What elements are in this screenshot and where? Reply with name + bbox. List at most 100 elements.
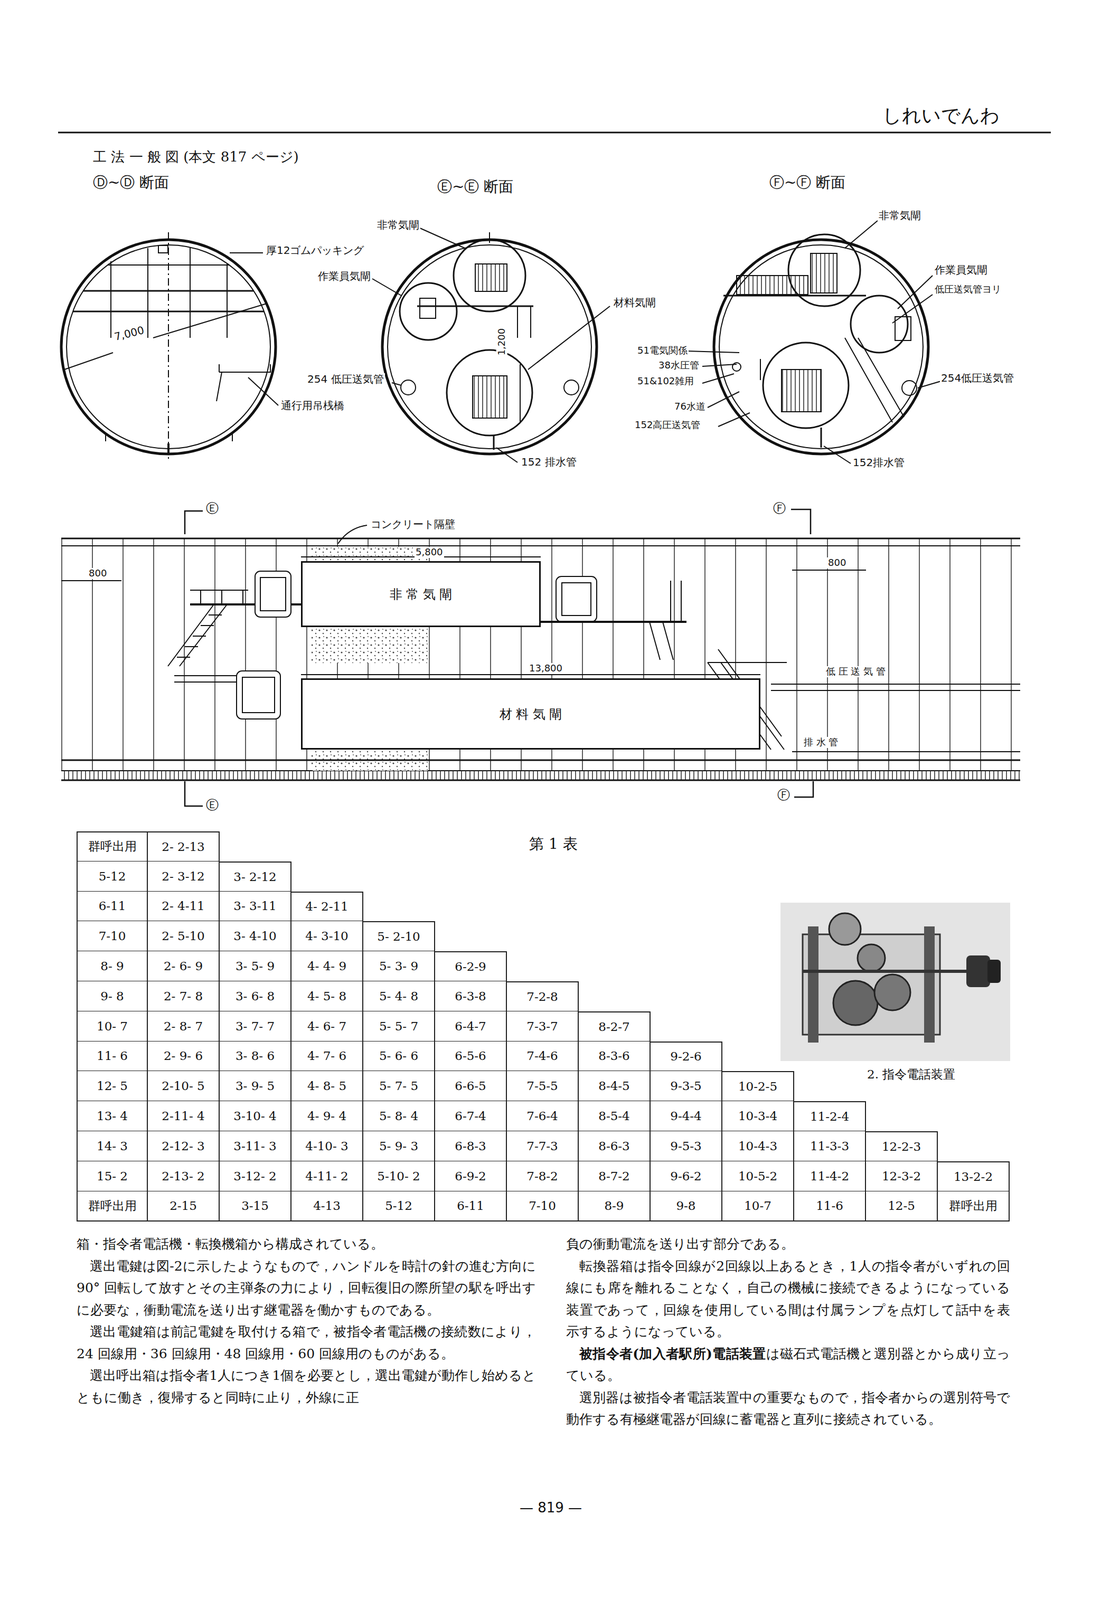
- table-cell: 4- 2-11: [291, 891, 364, 923]
- cell-text: 6-9-2: [454, 1169, 486, 1184]
- table-cell: 13-2-2: [937, 1161, 1010, 1193]
- table-cell: 3- 5- 9: [219, 951, 292, 983]
- part-label: 排 水 管: [802, 737, 840, 749]
- cell-text: 14- 3: [96, 1139, 128, 1154]
- table-cell: 8- 9: [76, 951, 148, 983]
- table-cell: 7-4-6: [506, 1041, 579, 1073]
- cell-text: 3- 8- 6: [235, 1049, 275, 1063]
- table-cell: 8-5-4: [578, 1101, 651, 1133]
- box-label: 非 常 気 閘: [389, 586, 453, 604]
- paragraph: 負の衝動電流を送り出す部分である。: [566, 1233, 1011, 1256]
- cell-text: 2-15: [169, 1199, 197, 1213]
- part-label: 152高圧送気管: [633, 419, 702, 431]
- part-label: 76水道: [673, 401, 707, 413]
- table-cell: 4-13: [291, 1191, 364, 1223]
- table-cell: 3- 2-12: [219, 861, 292, 893]
- cell-text: 6-4-7: [454, 1019, 486, 1034]
- part-label: 51&102雑用: [636, 375, 695, 388]
- cell-text: 2- 6- 9: [163, 959, 203, 974]
- cell-text: 6-6-5: [454, 1079, 486, 1094]
- cell-text: 12-5: [887, 1199, 916, 1213]
- table-cell: 6-11: [435, 1191, 507, 1223]
- table-cell: 7-6-4: [506, 1101, 579, 1133]
- cell-text: 7-3-7: [526, 1019, 558, 1034]
- table-cell: 9-6-2: [650, 1161, 723, 1193]
- table-cell: 5- 6- 6: [363, 1041, 436, 1073]
- cell-text: 9-2-6: [670, 1049, 702, 1064]
- table-cell: 11-6: [794, 1191, 867, 1223]
- table-cell: 6-7-4: [435, 1101, 507, 1133]
- table-cell: 5- 5- 7: [363, 1011, 436, 1043]
- table-cell: 4- 7- 6: [291, 1041, 364, 1073]
- section-title: Ⓔ~Ⓔ 断面: [436, 178, 515, 196]
- table-cell: 2- 6- 9: [147, 951, 220, 983]
- cell-text: 5- 6- 6: [379, 1049, 419, 1063]
- section-mark: Ⓕ: [776, 788, 792, 804]
- table-cell: 7-7-3: [506, 1131, 579, 1163]
- part-label: 51電気関係: [636, 345, 689, 357]
- cell-text: 8-4-5: [598, 1079, 630, 1094]
- paragraph: 選出呼出箱は指令者1人につき1個を必要とし，選出電鍵が動作し始めるとともに働き，…: [76, 1365, 536, 1409]
- table-title: 第 1 表: [528, 835, 579, 853]
- table-cell: 5-12: [363, 1191, 436, 1223]
- table-cell: 8-4-5: [578, 1071, 651, 1103]
- cell-text: 3- 2-12: [233, 870, 277, 884]
- table-cell: 4- 6- 7: [291, 1011, 364, 1043]
- cell-text: 4- 5- 8: [307, 989, 347, 1004]
- table-cell: 3-12- 2: [219, 1161, 292, 1193]
- table-cell: 6-9-2: [435, 1161, 507, 1193]
- cell-text: 10- 7: [96, 1019, 128, 1034]
- cell-text: 群呼出用: [88, 838, 137, 855]
- table-cell: 3- 7- 7: [219, 1011, 292, 1043]
- cell-text: 9-8: [675, 1199, 696, 1213]
- paragraph: 転換器箱は指令回線が2回線以上あるとき，1人の指令者がいずれの回線にも席を離れる…: [566, 1255, 1011, 1344]
- table-cell: 6-5-6: [435, 1041, 507, 1073]
- cell-text: 6-11: [456, 1199, 485, 1213]
- cell-text: 2-13- 2: [161, 1169, 205, 1184]
- dimension: 7,000: [111, 324, 147, 344]
- table-cell: 10-5-2: [722, 1161, 795, 1193]
- table-cell: 11-4-2: [794, 1161, 867, 1193]
- table-cell: 3- 3-11: [219, 891, 292, 923]
- section-title: Ⓕ~Ⓕ 断面: [768, 174, 847, 192]
- dimension: 13,800: [528, 663, 564, 675]
- table-cell: 6-2-9: [435, 951, 507, 983]
- table-cell: 8-3-6: [578, 1041, 651, 1073]
- cell-text: 2- 5-10: [161, 929, 205, 944]
- table-cell: 群呼出用: [76, 831, 148, 863]
- cell-text: 3- 6- 8: [235, 989, 275, 1004]
- part-label: 低圧送気管ヨリ: [933, 284, 1003, 296]
- table-cell: 12- 5: [76, 1071, 148, 1103]
- section-mark: Ⓕ: [772, 501, 787, 517]
- table-cell: 2- 8- 7: [147, 1011, 220, 1043]
- table-cell: 5- 2-10: [363, 921, 436, 953]
- cell-text: 10-5-2: [738, 1169, 778, 1184]
- cell-text: 5- 3- 9: [379, 959, 419, 974]
- table-cell: 7-2-8: [506, 981, 579, 1013]
- table-cell: 4- 3-10: [291, 921, 364, 953]
- cell-text: 15- 2: [96, 1169, 128, 1184]
- table-cell: 8-6-3: [578, 1131, 651, 1163]
- cell-text: 4- 4- 9: [307, 959, 347, 974]
- section-mark: Ⓔ: [204, 798, 220, 814]
- part-label: コンクリート隔壁: [369, 518, 457, 531]
- cell-text: 3-11- 3: [233, 1139, 277, 1154]
- cell-text: 5- 5- 7: [379, 1019, 419, 1034]
- table-cell: 5- 7- 5: [363, 1071, 436, 1103]
- body-text: 選出電鍵箱は前記電鍵を取付ける箱で，被指令者電話機の接続数により，24 回線用・…: [76, 1324, 536, 1362]
- cell-text: 8- 9: [100, 959, 124, 974]
- cell-text: 8-3-6: [598, 1049, 630, 1063]
- table-cell: 11-2-4: [794, 1101, 867, 1133]
- part-label: 作業員気閘: [933, 264, 989, 277]
- cell-text: 3- 5- 9: [235, 959, 275, 974]
- cell-text: 7-7-3: [526, 1139, 558, 1154]
- table-cell: 2- 3-12: [147, 861, 220, 893]
- cell-text: 3- 7- 7: [235, 1019, 275, 1034]
- table-cell: 8-2-7: [578, 1011, 651, 1043]
- part-label: 非常気閘: [375, 219, 421, 232]
- table-cell: 2- 5-10: [147, 921, 220, 953]
- table-cell: 2- 9- 6: [147, 1041, 220, 1073]
- cell-text: 6-5-6: [454, 1049, 486, 1063]
- table-cell: 群呼出用: [937, 1191, 1010, 1223]
- table-cell: 12-5: [866, 1191, 938, 1223]
